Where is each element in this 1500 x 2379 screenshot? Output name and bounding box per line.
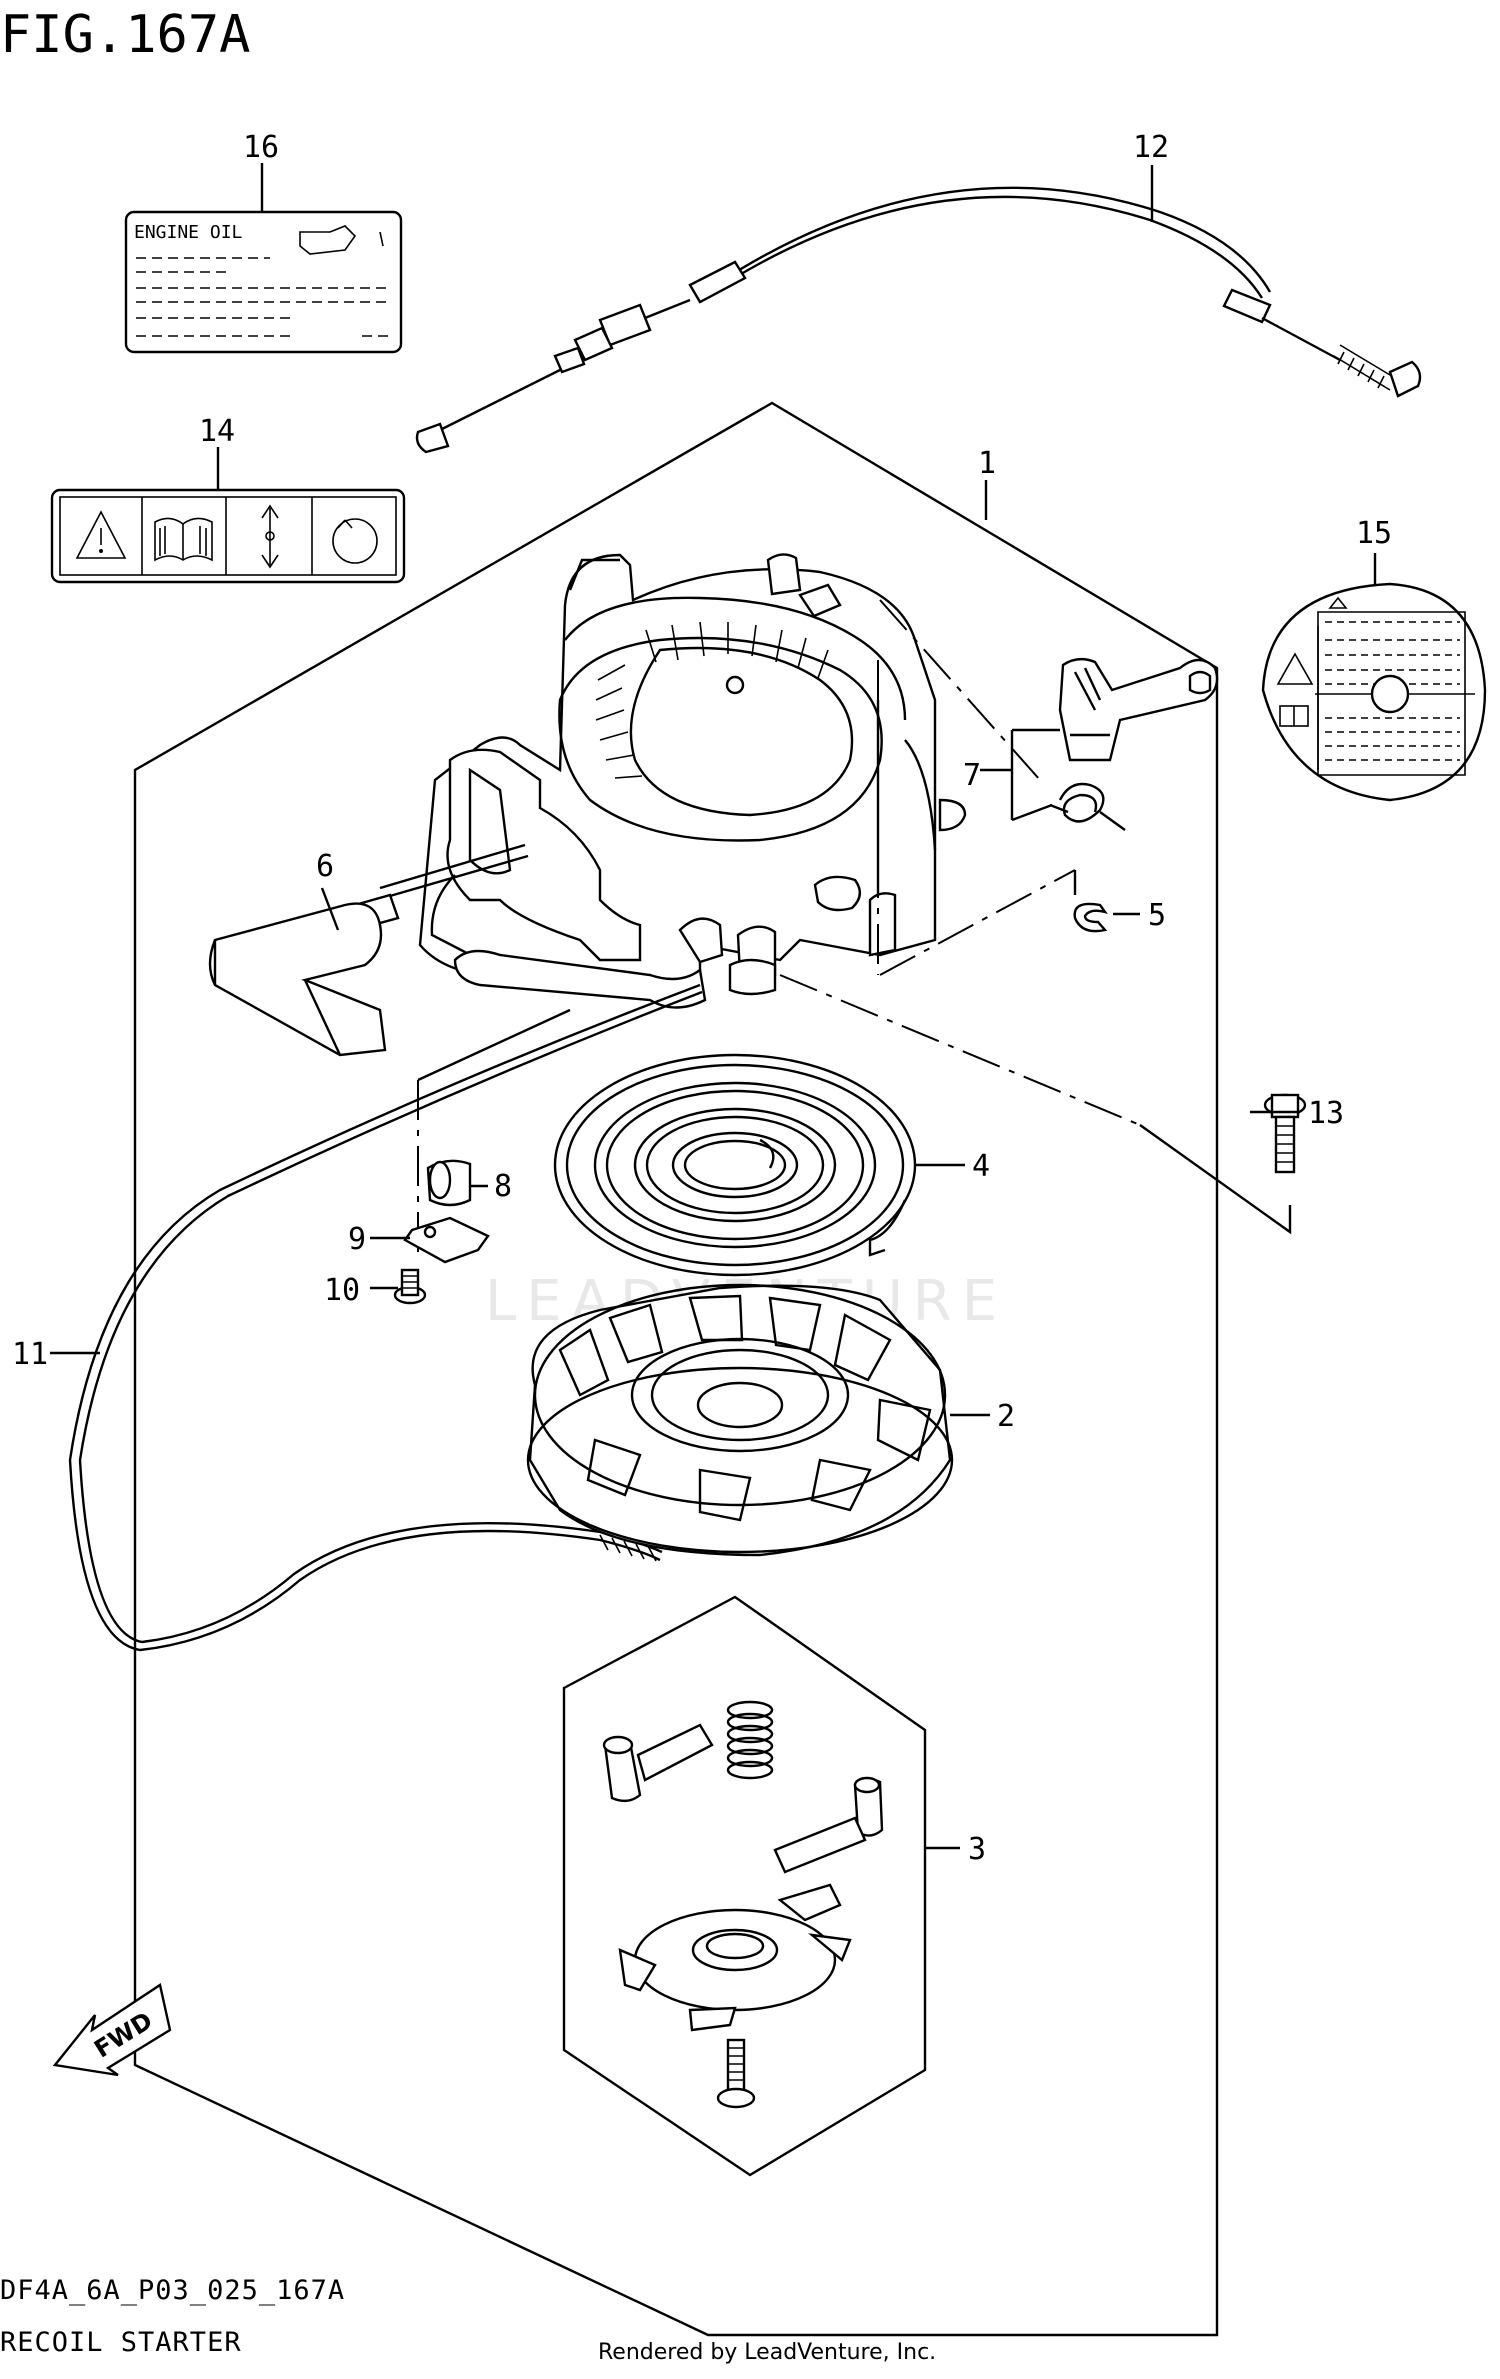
callout-1: 1 (978, 446, 996, 481)
callout-8: 8 (494, 1169, 512, 1204)
caution-label[interactable] (50, 488, 406, 584)
pull-start-icon (332, 518, 378, 564)
callout-11: 11 (12, 1337, 48, 1372)
plate[interactable] (403, 1216, 490, 1264)
screw[interactable] (393, 1268, 427, 1305)
starter-handle[interactable] (208, 843, 529, 1057)
ratchet-spring[interactable] (726, 1700, 774, 1780)
figure-name: RECOIL STARTER (0, 2327, 242, 2358)
ratchet-screw[interactable] (716, 2038, 756, 2109)
figure-title: FIG.167A (0, 5, 250, 65)
double-arrow-icon (261, 504, 279, 569)
callout-5: 5 (1148, 898, 1166, 933)
starter-label[interactable] (1261, 582, 1487, 802)
callout-9: 9 (348, 1222, 366, 1257)
starter-label-book-icon (1279, 705, 1309, 727)
render-credit: Rendered by LeadVenture, Inc. (598, 2340, 936, 2365)
oil-can-icon (299, 225, 384, 255)
callout-4: 4 (972, 1149, 990, 1184)
e-clip[interactable] (1073, 902, 1108, 933)
ratchet-kit-outline (562, 1595, 927, 2177)
ratchet-guide[interactable] (618, 1883, 852, 2032)
callout-7-bracket (980, 728, 1060, 822)
starter-rope[interactable] (68, 983, 703, 1652)
recoil-spring[interactable] (553, 1053, 917, 1277)
engine-oil-label-text: ENGINE OIL (134, 222, 243, 243)
ratchet-pawl-2[interactable] (773, 1776, 884, 1874)
callouts: 16 12 14 1 15 7 5 6 13 4 8 9 10 11 2 3 (12, 130, 1392, 1867)
reel[interactable] (526, 1283, 954, 1562)
throttle-lever[interactable] (1058, 657, 1219, 762)
recoil-starter-housing[interactable] (418, 553, 967, 1009)
leader-lines (50, 163, 1377, 1850)
starter-label-warning-icon (1276, 652, 1314, 685)
callout-7: 7 (963, 758, 981, 793)
callout-2: 2 (997, 1399, 1015, 1434)
callout-12: 12 (1133, 130, 1169, 165)
callout-14: 14 (199, 414, 235, 449)
lever-spring[interactable] (1049, 782, 1126, 831)
warning-icon (75, 510, 127, 559)
engine-oil-label[interactable]: ENGINE OIL (124, 210, 403, 354)
callout-10: 10 (324, 1273, 360, 1308)
ratchet-pawl[interactable] (602, 1723, 714, 1803)
figure-code: DF4A_6A_P03_025_167A (0, 2275, 345, 2306)
assembly-outline (133, 401, 1219, 2337)
callout-6: 6 (316, 849, 334, 884)
bushing[interactable] (426, 1159, 472, 1207)
throttle-cable[interactable] (415, 186, 1422, 454)
callout-15: 15 (1356, 516, 1392, 551)
manual-book-icon (154, 517, 213, 562)
callout-16: 16 (243, 130, 279, 165)
fwd-arrow: FWD (52, 1983, 172, 2077)
callout-3: 3 (968, 1832, 986, 1867)
callout-13: 13 (1308, 1096, 1344, 1131)
bolt[interactable] (1263, 1093, 1307, 1174)
